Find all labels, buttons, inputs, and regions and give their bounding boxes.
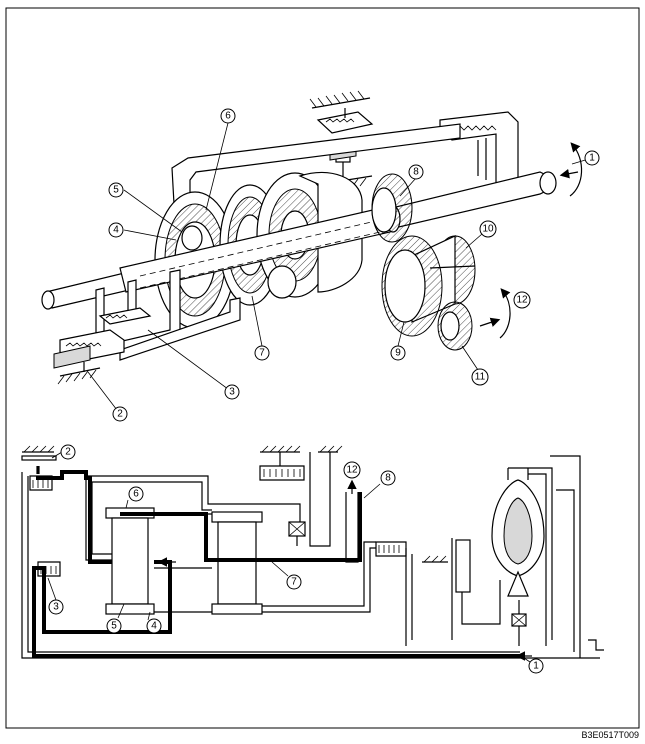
ground-symbol-bottom-left <box>57 362 101 385</box>
callout-7-lower-label: 7 <box>291 577 297 588</box>
callout-4-upper <box>108 222 124 238</box>
ground-symbol-schem-right <box>422 555 448 563</box>
rear-carrier <box>256 172 334 299</box>
callout-2-upper-label: 2 <box>117 409 123 420</box>
callout-1-lower <box>528 658 544 674</box>
callout-8-lower <box>380 470 396 486</box>
callout-4-upper-label: 4 <box>113 225 119 236</box>
ground-symbol-schem-left <box>21 445 57 461</box>
callout-4-lower <box>146 618 162 634</box>
planetary-set-rear <box>211 511 263 615</box>
callout-12-lower <box>343 461 361 479</box>
callout-5-upper-label: 5 <box>113 185 119 196</box>
callout-8-lower-label: 8 <box>385 473 391 484</box>
callout-2-upper <box>112 406 128 422</box>
callout-7-lower <box>286 574 302 590</box>
callout-6-lower <box>128 486 144 502</box>
callout-8-upper-label: 8 <box>413 167 419 178</box>
callouts: 1 2 3 4 5 6 7 8 9 10 11 12 <box>47 108 600 674</box>
callout-3-lower-label: 3 <box>53 602 59 613</box>
callout-2-lower <box>60 444 76 460</box>
callout-11-upper-label: 11 <box>475 372 486 383</box>
outer-frame <box>5 7 640 729</box>
callout-7-upper <box>254 345 270 361</box>
callout-6-upper <box>220 108 236 124</box>
rotation-arrow-1 <box>569 142 583 197</box>
one-way-clutch-right <box>511 613 527 627</box>
output-shaft-stub <box>429 265 476 269</box>
gear-11 <box>437 301 473 351</box>
output-arrow-12 <box>479 317 501 327</box>
schematic-diagram <box>21 445 604 661</box>
callout-1-lower-label: 1 <box>533 661 539 672</box>
gear-8 <box>371 173 413 243</box>
callout-10-upper-label: 10 <box>482 224 494 235</box>
right-clutch-housing <box>439 111 519 191</box>
planetary-set-front <box>105 507 155 615</box>
callout-11-upper <box>471 368 489 386</box>
ground-symbol-schem-mid <box>260 445 343 453</box>
one-way-clutch-center <box>288 521 306 537</box>
callout-9-upper-label: 9 <box>395 348 401 359</box>
clutch-symbol-right <box>375 541 407 557</box>
callout-1-upper <box>584 150 600 166</box>
figure-code: B3E0517T009 <box>581 730 639 740</box>
callout-6-upper-label: 6 <box>225 111 231 122</box>
callout-6-lower-label: 6 <box>133 489 139 500</box>
callout-5-lower <box>106 618 122 634</box>
callout-4-lower-label: 4 <box>151 621 157 632</box>
callout-3-lower <box>48 599 64 615</box>
callout-8-upper <box>408 164 424 180</box>
planetary-cutaway-illustration <box>41 90 583 385</box>
converter-element <box>451 467 553 646</box>
callout-1-upper-label: 1 <box>589 153 595 164</box>
callout-12-lower-label: 12 <box>346 465 358 476</box>
gear-9 <box>381 235 443 337</box>
callout-5-lower-label: 5 <box>111 621 117 632</box>
callout-5-upper <box>108 182 124 198</box>
callout-10-upper <box>479 220 497 238</box>
ground-symbol-top <box>309 90 371 109</box>
rotation-arrow-12 <box>499 288 511 339</box>
right-vertical-rails <box>550 455 604 658</box>
clutch-symbol-top <box>259 452 305 481</box>
lower-band-brake <box>53 307 152 369</box>
input-arrow-1 <box>559 168 579 179</box>
callout-12-upper <box>513 291 531 309</box>
callout-3-upper-label: 3 <box>229 387 235 398</box>
callout-7-upper-label: 7 <box>259 348 265 359</box>
callout-2-lower-label: 2 <box>65 447 71 458</box>
callout-3-upper <box>224 384 240 400</box>
callout-9-upper <box>390 345 406 361</box>
callout-12-upper-label: 12 <box>516 295 528 306</box>
